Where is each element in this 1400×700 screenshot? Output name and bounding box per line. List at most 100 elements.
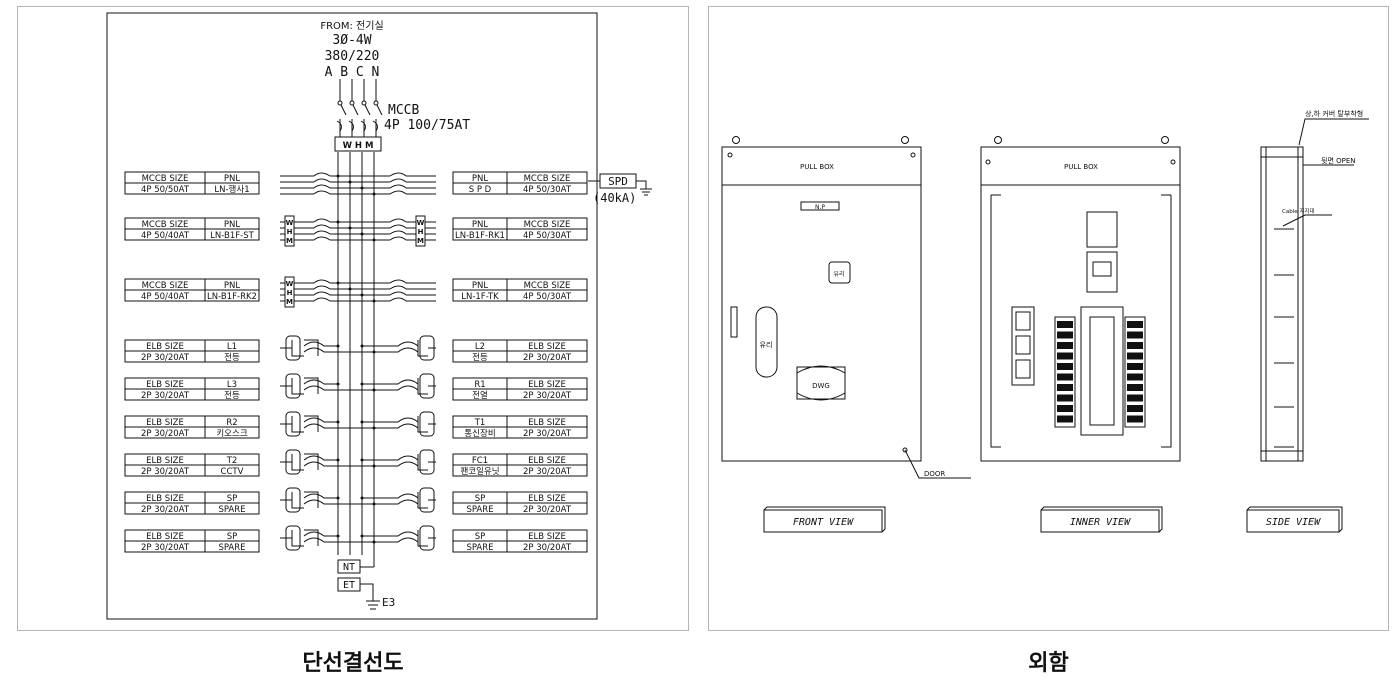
front-lock bbox=[828, 261, 851, 284]
left-row-3-value-1: 4P 50/40AT bbox=[141, 292, 190, 302]
left-row-7-value-2: CCTV bbox=[221, 467, 244, 477]
right-row-7-header-2: ELB SIZE bbox=[528, 456, 566, 466]
right-row-2-value-1: LN-B1F-RK1 bbox=[455, 231, 505, 241]
right-row-9-value-2: 2P 30/20AT bbox=[523, 543, 572, 553]
spd-ground-symbol bbox=[588, 180, 652, 196]
svg-text:M: M bbox=[286, 298, 293, 306]
side-top-note: 상,하 커버 탈부착형 bbox=[1305, 109, 1363, 118]
svg-text:W: W bbox=[286, 280, 294, 288]
enclosure-panel: PULL BOX N.P 유리 유리 DWG DOOR FRONT VIEW bbox=[708, 6, 1389, 631]
inner-cabinet-outline bbox=[980, 146, 1181, 462]
side-open-note: 뒷면 OPEN bbox=[1321, 156, 1356, 165]
left-row-8-value-1: 2P 30/20AT bbox=[141, 505, 190, 515]
side-cabinet-outline bbox=[1260, 146, 1304, 462]
door-leader bbox=[904, 449, 971, 479]
left-row-8-header-1: ELB SIZE bbox=[146, 494, 184, 504]
right-row-3-value-1: LN-1F-TK bbox=[461, 292, 499, 302]
main-breaker-rating: 4P 100/75AT bbox=[384, 118, 470, 133]
earth-label: E3 bbox=[382, 596, 395, 609]
right-row-2-header-2: MCCB SIZE bbox=[524, 220, 571, 230]
front-view-title-box bbox=[763, 509, 883, 533]
right-row-1-header-1: PNL bbox=[472, 174, 488, 184]
svg-text:H: H bbox=[418, 228, 424, 236]
front-handle-label: 유리 bbox=[760, 340, 773, 349]
right-row-6-value-1: 통신장비 bbox=[464, 428, 495, 439]
left-row-2-value-2: LN-B1F-ST bbox=[210, 231, 254, 241]
inner-view-drawing: PULL BOX INNER VIEW bbox=[980, 136, 1181, 533]
single-line-diagram: FROM: 전기실 3Ø-4W 380/220 A B C N MCCB 4P … bbox=[106, 12, 652, 620]
left-row-5-header-2: L3 bbox=[227, 380, 237, 390]
side-top-note-leader bbox=[1298, 118, 1369, 146]
right-row-9-header-2: ELB SIZE bbox=[528, 532, 566, 542]
front-left-lifting-eye bbox=[732, 136, 740, 144]
front-dwg-label: DWG bbox=[812, 382, 830, 390]
left-row-8-header-2: SP bbox=[227, 494, 238, 504]
whm-meter-label: W H M bbox=[343, 141, 374, 151]
earth-ground-symbol bbox=[360, 583, 380, 610]
single-line-diagram-panel: FROM: 전기실 3Ø-4W 380/220 A B C N MCCB 4P … bbox=[17, 6, 689, 631]
inner-view-title: INNER VIEW bbox=[1070, 517, 1131, 528]
right-row-8-header-1: SP bbox=[475, 494, 486, 504]
left-row-1-value-1: 4P 50/50AT bbox=[141, 185, 190, 195]
right-row-8-header-2: ELB SIZE bbox=[528, 494, 566, 504]
left-row-2-header-2: PNL bbox=[224, 220, 240, 230]
front-view-drawing: PULL BOX N.P 유리 유리 DWG DOOR FRONT VIEW bbox=[721, 136, 971, 533]
neutral-terminal-box bbox=[337, 559, 361, 574]
earth-terminal-label: ET bbox=[343, 580, 355, 591]
left-row-5-header-1: ELB SIZE bbox=[146, 380, 184, 390]
svg-text:H: H bbox=[287, 289, 293, 297]
main-breaker-type: MCCB bbox=[388, 103, 419, 118]
left-row-4-header-2: L1 bbox=[227, 342, 237, 352]
right-circuit-row-2: PNL MCCB SIZE LN-B1F-RK1 4P 50/30AT bbox=[452, 217, 588, 241]
right-row-2-header-1: PNL bbox=[472, 220, 488, 230]
source-system-label: 3Ø-4W bbox=[332, 33, 371, 48]
left-row-2-value-1: 4P 50/40AT bbox=[141, 231, 190, 241]
inner-pull-box-label: PULL BOX bbox=[1064, 163, 1098, 171]
neutral-terminal-label: NT bbox=[343, 562, 355, 573]
front-view-title: FRONT VIEW bbox=[793, 517, 854, 528]
right-row-2-value-2: 4P 50/30AT bbox=[523, 231, 572, 241]
right-row-6-header-2: ELB SIZE bbox=[528, 418, 566, 428]
left-row-6-header-2: R2 bbox=[226, 418, 237, 428]
left-row-6-header-1: ELB SIZE bbox=[146, 418, 184, 428]
spd-rating: (40kA) bbox=[593, 191, 636, 205]
right-row-4-value-1: 전등 bbox=[472, 352, 488, 363]
front-pull-box-label: PULL BOX bbox=[800, 163, 834, 171]
right-row-1-header-2: MCCB SIZE bbox=[524, 174, 571, 184]
source-from-label: FROM: 전기실 bbox=[320, 20, 383, 32]
right-row-4-value-2: 2P 30/20AT bbox=[523, 353, 572, 363]
right-row-6-header-1: T1 bbox=[474, 418, 486, 428]
left-row-7-value-1: 2P 30/20AT bbox=[141, 467, 190, 477]
source-voltage-label: 380/220 bbox=[325, 49, 380, 64]
right-row-7-value-1: 팬코일유닛 bbox=[460, 466, 499, 477]
left-row-7-header-1: ELB SIZE bbox=[146, 456, 184, 466]
left-row-4-value-1: 2P 30/20AT bbox=[141, 353, 190, 363]
side-cable-supports bbox=[1274, 228, 1294, 448]
left-row-3-value-2: LN-B1F-RK2 bbox=[207, 292, 257, 302]
front-lock-label: 유리 bbox=[833, 270, 844, 278]
svg-text:M: M bbox=[286, 237, 293, 245]
right-row-1-value-2: 4P 50/30AT bbox=[523, 185, 572, 195]
front-nameplate bbox=[800, 201, 840, 211]
inner-view-title-box bbox=[1040, 509, 1160, 533]
left-row-5-value-1: 2P 30/20AT bbox=[141, 391, 190, 401]
right-row-9-value-1: SPARE bbox=[466, 543, 493, 553]
left-row-3-header-2: PNL bbox=[224, 281, 240, 291]
right-row-4-header-1: L2 bbox=[475, 342, 485, 352]
